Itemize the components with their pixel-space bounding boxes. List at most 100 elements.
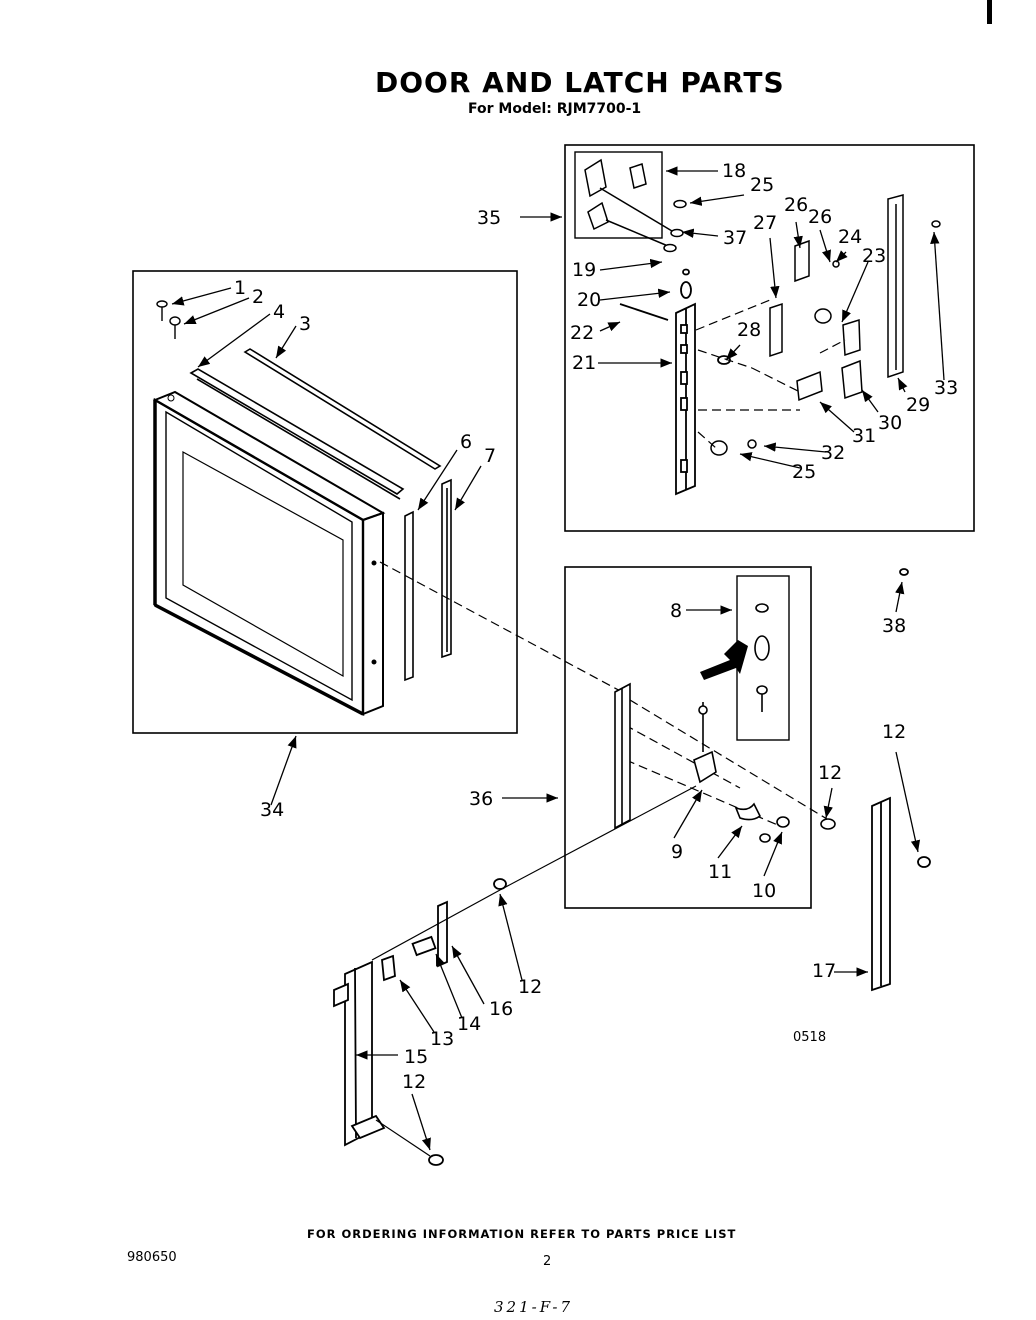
callout-26: 26	[808, 206, 832, 228]
callout-2: 2	[252, 286, 264, 308]
leader-23	[841, 261, 869, 323]
leader-6	[417, 449, 458, 511]
callout-29: 29	[906, 394, 930, 416]
leader-2	[183, 297, 250, 325]
leader-25	[739, 452, 801, 469]
leader-1	[171, 287, 232, 306]
leader-30	[861, 389, 879, 413]
door-panel	[152, 390, 386, 716]
callout-1: 1	[234, 277, 246, 299]
callout-10: 10	[752, 880, 776, 902]
model-subtitle: For Model: RJM7700-1	[468, 101, 642, 117]
leader-26	[793, 221, 803, 249]
callout-12: 12	[402, 1071, 426, 1093]
switch-parts	[710, 194, 941, 456]
alignment-lines	[379, 299, 846, 827]
callout-31: 31	[852, 425, 876, 447]
leader-14	[435, 953, 463, 1019]
ordering-note: FOR ORDERING INFORMATION REFER TO PARTS …	[307, 1227, 737, 1241]
leader-28	[725, 344, 741, 361]
callout-25: 25	[750, 174, 774, 196]
callout-3: 3	[299, 313, 311, 335]
leader-7	[454, 465, 482, 511]
leader-25	[689, 194, 745, 206]
callout-19: 19	[572, 259, 596, 281]
door-side-strips	[404, 478, 452, 682]
callout-17: 17	[812, 960, 836, 982]
leader-12	[823, 787, 833, 819]
document-number: 980650	[127, 1250, 177, 1265]
leader-38	[895, 581, 905, 613]
callout-8: 8	[670, 600, 682, 622]
leader-19	[599, 258, 663, 271]
margin-mark	[987, 0, 992, 24]
leader-16	[451, 945, 485, 1005]
callout-11: 11	[708, 861, 732, 883]
leader-13	[399, 979, 435, 1033]
door-screws	[156, 300, 181, 339]
leader-27	[769, 237, 780, 299]
callout-38: 38	[882, 615, 906, 637]
leader-37	[681, 228, 719, 238]
leader-9	[673, 789, 703, 839]
callout-35: 35	[477, 207, 501, 229]
callout-28: 28	[737, 319, 761, 341]
callout-13: 13	[430, 1028, 454, 1050]
callout-9: 9	[671, 841, 683, 863]
leader-4	[197, 313, 271, 368]
callout-12: 12	[518, 976, 542, 998]
callout-25: 25	[792, 461, 816, 483]
callout-23: 23	[862, 245, 886, 267]
leader-34	[270, 735, 297, 806]
callout-12: 12	[818, 762, 842, 784]
callout-21: 21	[572, 352, 596, 374]
page-title: DOOR AND LATCH PARTS	[375, 66, 785, 99]
door-seal-strips	[189, 348, 442, 500]
leader-33	[930, 231, 945, 381]
callout-36: 36	[469, 788, 493, 810]
leader-26	[819, 229, 831, 263]
callout-12: 12	[882, 721, 906, 743]
latch-lever-box	[564, 566, 812, 909]
leader-arrows	[171, 166, 945, 1151]
callout-15: 15	[404, 1046, 428, 1068]
callout-18: 18	[722, 160, 746, 182]
callout-4: 4	[273, 301, 285, 323]
latch-assembly-box	[564, 144, 975, 532]
callout-30: 30	[878, 412, 902, 434]
leader-12	[895, 751, 921, 853]
leader-11	[717, 825, 743, 859]
leader-24	[835, 250, 848, 263]
latch-plate	[619, 268, 731, 496]
callout-32: 32	[821, 442, 845, 464]
callout-37: 37	[723, 227, 747, 249]
door-assembly-box	[132, 270, 518, 734]
door-handle-parts	[333, 568, 931, 1166]
callout-27: 27	[753, 212, 777, 234]
handle-lines	[371, 785, 697, 1157]
callout-16: 16	[489, 998, 513, 1020]
leader-32	[763, 442, 827, 453]
hinge-parts	[584, 158, 687, 253]
leader-12	[411, 1093, 431, 1151]
callout-6: 6	[460, 431, 472, 453]
callout-34: 34	[260, 799, 284, 821]
leader-10	[763, 831, 783, 877]
leader-29	[897, 377, 908, 393]
callout-7: 7	[484, 445, 496, 467]
leader-3	[275, 325, 297, 359]
pointer-arrow	[700, 640, 748, 680]
handwritten-code: 321-F-7	[494, 1298, 574, 1316]
leader-20	[599, 288, 671, 301]
page-number: 2	[543, 1254, 552, 1269]
callout-33: 33	[934, 377, 958, 399]
leader-31	[819, 401, 855, 433]
hinge-kit-box	[574, 151, 663, 239]
callout-22: 22	[570, 322, 594, 344]
callout-24: 24	[838, 226, 862, 248]
figure-code: 0518	[793, 1030, 827, 1045]
latch-lever-parts	[614, 603, 836, 843]
leader-12	[498, 893, 523, 981]
